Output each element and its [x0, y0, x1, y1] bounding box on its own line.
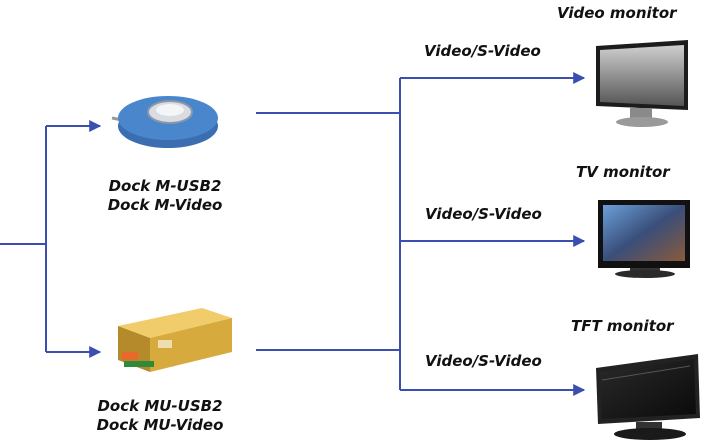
dock-mu-label-line2: Dock MU-Video: [96, 416, 224, 434]
dock-m-label-line2: Dock M-Video: [107, 196, 223, 214]
input-connectors: [0, 120, 102, 358]
tft-monitor-label: TFT monitor: [571, 317, 674, 335]
video-monitor-image: [596, 40, 688, 127]
dock-m-label: Dock M-USB2 Dock M-Video: [80, 177, 250, 215]
tv-monitor-signal-label: Video/S-Video: [425, 205, 542, 223]
output-connectors: [256, 72, 586, 396]
tv-monitor-image: [598, 200, 690, 278]
tft-monitor-signal-label: Video/S-Video: [425, 352, 542, 370]
video-monitor-signal-label: Video/S-Video: [424, 42, 541, 60]
tv-monitor-label: TV monitor: [576, 163, 670, 181]
tft-monitor-image: [596, 354, 700, 440]
dock-mu-label: Dock MU-USB2 Dock MU-Video: [70, 397, 250, 435]
dock-m-label-line1: Dock M-USB2: [108, 177, 222, 195]
video-monitor-label: Video monitor: [557, 4, 677, 22]
dock-m-device-image: [111, 96, 218, 148]
dock-mu-label-line1: Dock MU-USB2: [97, 397, 223, 415]
dock-mu-device-image: [118, 308, 232, 372]
